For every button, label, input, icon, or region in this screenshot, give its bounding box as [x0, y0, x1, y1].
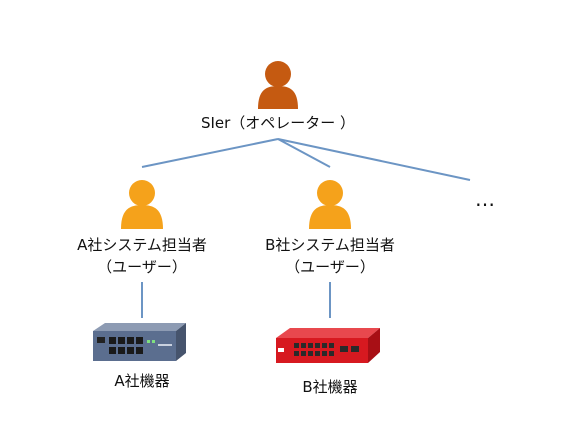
- connector-operator-to-more: [277, 138, 471, 181]
- user-b-person-icon: [309, 180, 351, 229]
- more-indicator: …: [475, 187, 495, 211]
- connector-operator-to-user-b: [277, 138, 331, 168]
- device-b-label: B社機器: [302, 378, 358, 396]
- device-a-network-switch-icon: [93, 323, 186, 361]
- device-a-label: A社機器: [114, 372, 170, 390]
- user-a-label-line1: A社システム担当者: [77, 236, 207, 254]
- connector-operator-to-user-a: [141, 138, 279, 168]
- operator-label: SIer（オペレーター ）: [200, 114, 356, 132]
- user-a-person-icon: [121, 180, 163, 229]
- device-b-router-icon: [276, 328, 380, 363]
- user-a-label-line2: （ユーザー）: [97, 258, 187, 276]
- user-b-label-line1: B社システム担当者: [265, 236, 395, 254]
- operator-person-icon: [258, 61, 298, 109]
- user-b-label-line2: （ユーザー）: [285, 258, 375, 276]
- connector-lines: [141, 138, 471, 318]
